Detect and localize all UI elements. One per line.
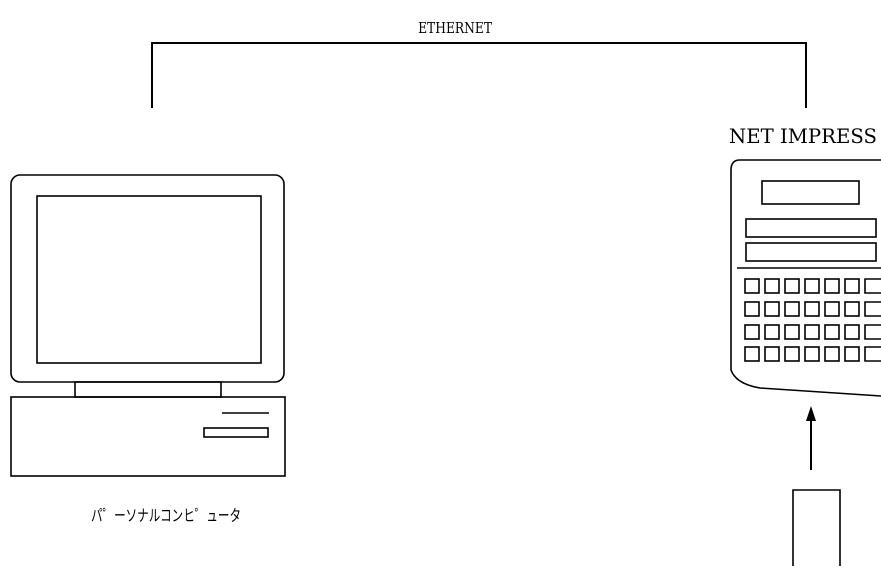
upload-arrow xyxy=(806,406,816,470)
key-partial xyxy=(864,324,881,340)
key xyxy=(844,301,860,317)
device-label: NET IMPRESS xyxy=(729,124,877,148)
key xyxy=(784,301,800,317)
key xyxy=(764,346,780,362)
key xyxy=(824,301,840,317)
computer-case xyxy=(10,396,286,477)
key xyxy=(804,278,820,294)
key-partial xyxy=(864,346,881,362)
key xyxy=(764,301,780,317)
key xyxy=(784,346,800,362)
key xyxy=(744,324,760,340)
key xyxy=(804,324,820,340)
net-impress-device-icon xyxy=(730,159,881,397)
key xyxy=(844,278,860,294)
key xyxy=(824,324,840,340)
key xyxy=(844,324,860,340)
key xyxy=(744,346,760,362)
computer-label: パ゜ーソナルコンヒ゜ュータ xyxy=(91,506,241,525)
device-panel-1 xyxy=(745,218,877,238)
device-body xyxy=(730,159,881,397)
arrow-head xyxy=(806,406,816,421)
device-keypad xyxy=(744,278,860,362)
key xyxy=(784,324,800,340)
key xyxy=(744,278,760,294)
ethernet-line xyxy=(151,42,807,108)
key xyxy=(804,346,820,362)
device-display xyxy=(761,180,860,205)
ethernet-connection xyxy=(151,42,807,108)
key-partial xyxy=(864,301,881,317)
key xyxy=(804,301,820,317)
monitor-frame xyxy=(10,174,285,383)
monitor-screen xyxy=(36,195,262,364)
device-panel-2 xyxy=(745,242,877,262)
personal-computer-icon xyxy=(10,174,286,477)
drive-slot xyxy=(203,427,269,438)
key xyxy=(744,301,760,317)
adapter-module-icon xyxy=(792,489,841,566)
key xyxy=(844,346,860,362)
monitor-stand xyxy=(74,381,222,398)
key xyxy=(764,278,780,294)
key xyxy=(824,346,840,362)
key xyxy=(764,324,780,340)
key xyxy=(784,278,800,294)
key xyxy=(824,278,840,294)
ethernet-label: ETHERNET xyxy=(418,20,492,37)
device-keypad-edge xyxy=(864,278,881,362)
key-partial xyxy=(864,278,881,294)
